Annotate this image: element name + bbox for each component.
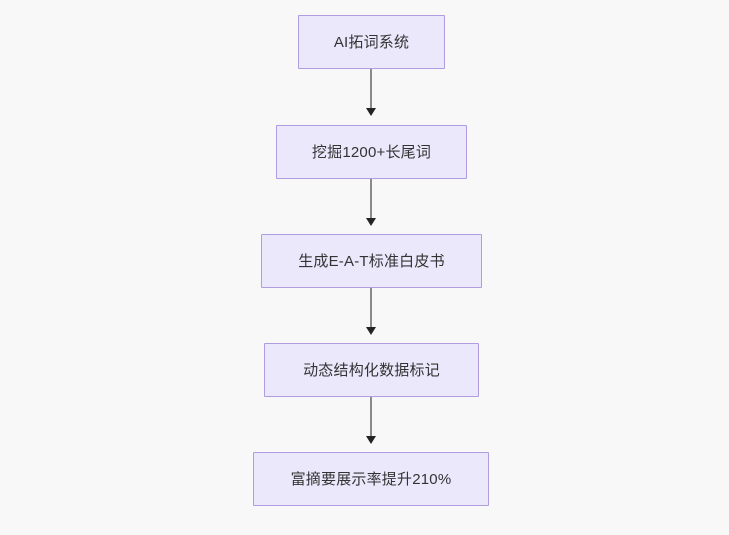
- flow-node-n1[interactable]: AI拓词系统: [298, 15, 445, 69]
- arrowhead-down-icon: [366, 327, 376, 335]
- flow-node-n5[interactable]: 富摘要展示率提升210%: [253, 452, 489, 506]
- flow-edge-line: [370, 179, 372, 218]
- arrowhead-down-icon: [366, 436, 376, 444]
- flow-node-n4[interactable]: 动态结构化数据标记: [264, 343, 479, 397]
- arrowhead-down-icon: [366, 108, 376, 116]
- arrowhead-down-icon: [366, 218, 376, 226]
- flow-node-n3[interactable]: 生成E-A-T标准白皮书: [261, 234, 482, 288]
- flow-node-label: 富摘要展示率提升210%: [290, 470, 452, 488]
- flow-node-label: 生成E-A-T标准白皮书: [298, 252, 445, 270]
- flow-node-label: AI拓词系统: [333, 33, 410, 51]
- flow-node-label: 挖掘1200+长尾词: [311, 143, 432, 161]
- flow-node-n2[interactable]: 挖掘1200+长尾词: [276, 125, 467, 179]
- flow-edge-line: [370, 69, 372, 108]
- flow-node-label: 动态结构化数据标记: [303, 361, 440, 379]
- flow-edge-line: [370, 397, 372, 436]
- flow-edge-line: [370, 288, 372, 327]
